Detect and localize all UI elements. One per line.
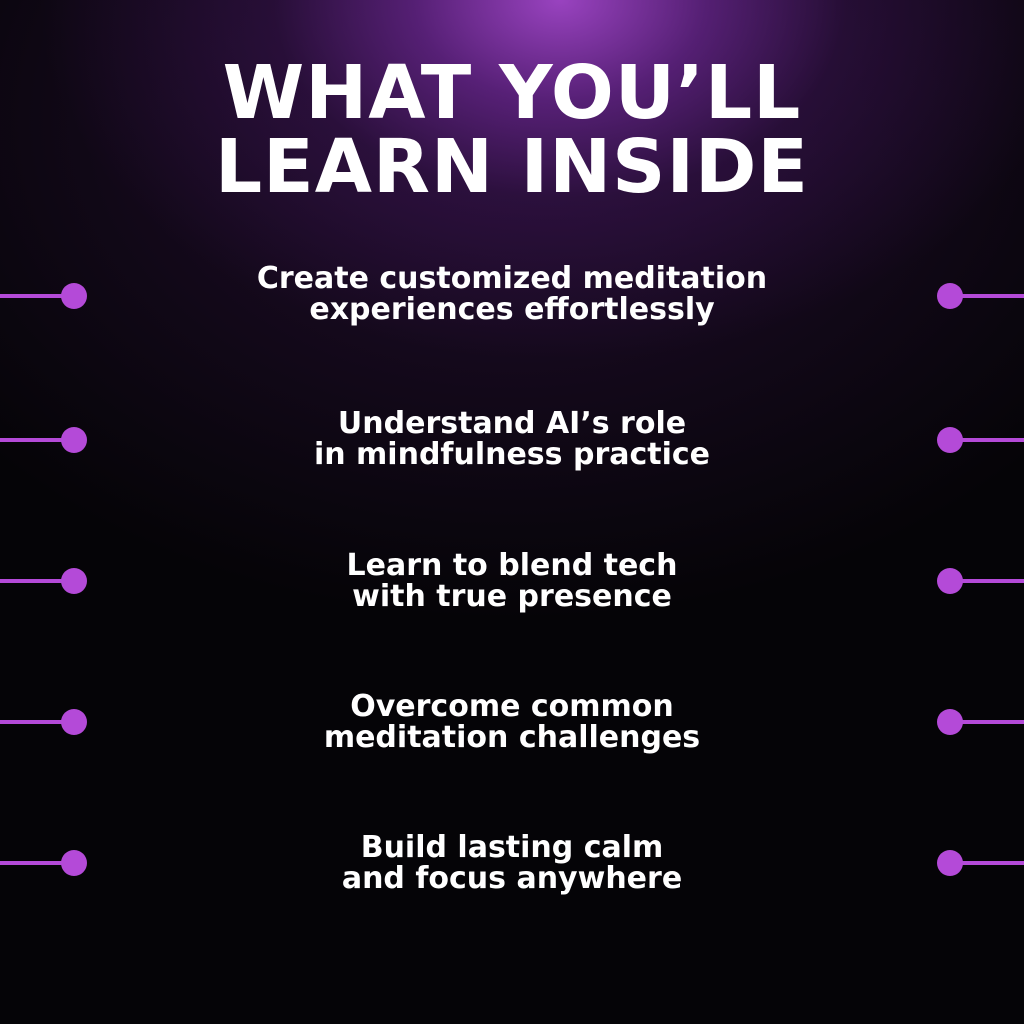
list-item-5: Build lasting calm and focus anywhere xyxy=(0,832,1024,902)
right-bullet-dot xyxy=(937,283,963,309)
list-item-text: Build lasting calm and focus anywhere xyxy=(200,832,824,894)
title-line-1: WHAT YOU’LL xyxy=(222,50,802,136)
right-bullet-dot xyxy=(937,427,963,453)
right-bullet-dot xyxy=(937,568,963,594)
right-bullet-dot xyxy=(937,850,963,876)
right-connector-line xyxy=(950,720,1024,724)
list-item-line-1: Build lasting calm xyxy=(360,830,664,865)
left-connector-line xyxy=(0,720,72,724)
list-item-line-1: Learn to blend tech xyxy=(346,548,678,583)
right-connector-line xyxy=(950,861,1024,865)
list-item-1: Create customized meditation experiences… xyxy=(0,263,1024,333)
list-item-line-1: Overcome common xyxy=(350,689,674,724)
right-connector-line xyxy=(950,438,1024,442)
left-connector-line xyxy=(0,294,72,298)
list-item-line-1: Create customized meditation xyxy=(256,261,768,296)
left-connector-line xyxy=(0,579,72,583)
list-item-3: Learn to blend tech with true presence xyxy=(0,550,1024,620)
left-bullet-dot xyxy=(61,568,87,594)
list-item-text: Overcome common meditation challenges xyxy=(200,691,824,753)
list-item-line-2: in mindfulness practice xyxy=(313,437,711,472)
list-item-2: Understand AI’s role in mindfulness prac… xyxy=(0,408,1024,478)
list-item-line-2: and focus anywhere xyxy=(341,861,683,896)
left-bullet-dot xyxy=(61,427,87,453)
list-item-text: Understand AI’s role in mindfulness prac… xyxy=(200,408,824,470)
left-bullet-dot xyxy=(61,850,87,876)
right-connector-line xyxy=(950,579,1024,583)
right-connector-line xyxy=(950,294,1024,298)
list-item-line-2: meditation challenges xyxy=(323,720,701,755)
title-line-2: LEARN INSIDE xyxy=(215,124,809,210)
right-bullet-dot xyxy=(937,709,963,735)
left-connector-line xyxy=(0,861,72,865)
list-item-text: Create customized meditation experiences… xyxy=(200,263,824,325)
list-item-line-2: experiences effortlessly xyxy=(309,292,715,327)
list-item-line-1: Understand AI’s role xyxy=(337,406,687,441)
page-title: WHAT YOU’LL LEARN INSIDE xyxy=(0,56,1024,204)
left-bullet-dot xyxy=(61,283,87,309)
left-connector-line xyxy=(0,438,72,442)
left-bullet-dot xyxy=(61,709,87,735)
list-item-text: Learn to blend tech with true presence xyxy=(200,550,824,612)
list-item-line-2: with true presence xyxy=(352,579,672,614)
list-item-4: Overcome common meditation challenges xyxy=(0,691,1024,761)
